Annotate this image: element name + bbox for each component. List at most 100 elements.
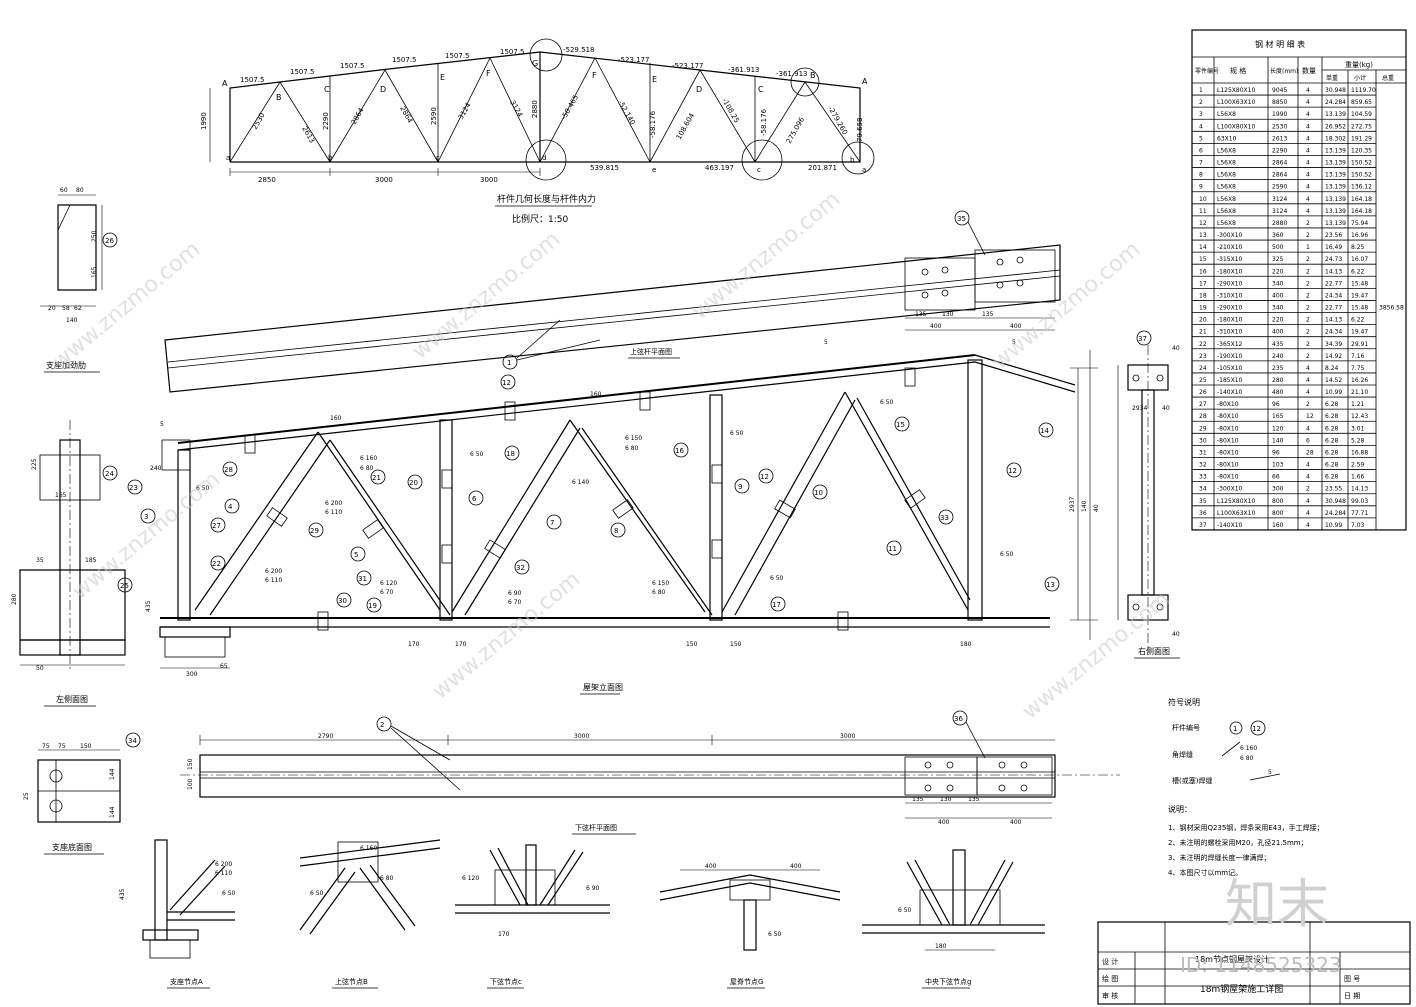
table-cell-r33-c2: -80X10 (1217, 474, 1239, 481)
table-cell-r28-c4: 12 (1306, 413, 1314, 420)
part-label-5: 5 (354, 551, 358, 559)
svg-text:3000: 3000 (840, 733, 855, 740)
node-A: A (222, 79, 228, 88)
truss-diagram-scale: 比例尺：1:50 (512, 213, 568, 225)
svg-text:170: 170 (498, 931, 510, 938)
table-cell-r12-c1: 12 (1199, 220, 1207, 227)
table-cell-r24-c3: 235 (1272, 365, 1284, 372)
table-cell-r16-c6: 6.22 (1351, 268, 1365, 275)
table-header-total: 总重 (1382, 74, 1394, 82)
node-C2: C (758, 85, 764, 94)
support-stiffener-view: 60 80 250 165 20 58 62 140 26 支座加劲肋 (40, 187, 118, 373)
table-cell-r16-c1: 16 (1199, 268, 1207, 275)
svg-text:80: 80 (76, 187, 84, 194)
table-cell-r23-c3: 240 (1272, 353, 1284, 360)
table-cell-r11-c3: 3124 (1272, 208, 1287, 215)
table-cell-r13-c2: -300X10 (1217, 232, 1243, 239)
note-4: 4、本图尺寸以mm记。 (1168, 868, 1242, 877)
part-label-27: 27 (212, 522, 221, 530)
table-cell-r31-c5: 6.28 (1325, 449, 1339, 456)
svg-text:25: 25 (23, 792, 30, 800)
table-cell-r11-c6: 164.18 (1351, 208, 1372, 215)
svg-text:165: 165 (91, 266, 98, 278)
bottom-chord-plan: 2790 3000 3000 135 130 135 400 400 100 1… (180, 710, 1120, 835)
part-label-2: 2 (380, 721, 384, 729)
table-cell-r10-c1: 10 (1199, 196, 1207, 203)
svg-text:144: 144 (109, 768, 116, 780)
table-cell-r35-c3: 800 (1272, 498, 1284, 505)
node-detail-b: 6 160 6 80 6 50 上弦节点B (299, 839, 441, 989)
table-cell-r36-c1: 36 (1199, 510, 1207, 517)
table-cell-r17-c4: 2 (1306, 280, 1310, 287)
table-cell-r33-c1: 33 (1199, 474, 1207, 481)
svg-text:280: 280 (11, 593, 18, 605)
node-c-title: 下弦节点c (490, 977, 522, 986)
right-side-title: 右侧面图 (1138, 646, 1170, 656)
table-cell-r21-c3: 400 (1272, 329, 1284, 336)
table-cell-r35-c5: 30.948 (1325, 498, 1346, 505)
svg-text:6 110: 6 110 (265, 577, 282, 584)
table-header-length: 长度(mm) (1270, 67, 1298, 75)
svg-text:60: 60 (60, 187, 68, 194)
dim-bottom-3: 3000 (480, 176, 498, 184)
table-cell-r7-c5: 13.139 (1325, 160, 1346, 167)
part-label-30: 30 (338, 597, 347, 605)
table-cell-r4-c1: 4 (1199, 123, 1203, 130)
table-cell-r30-c4: 6 (1306, 437, 1310, 444)
table-cell-r26-c1: 26 (1199, 389, 1207, 396)
table-cell-r6-c2: L56X8 (1217, 147, 1236, 154)
table-cell-r7-c1: 7 (1199, 160, 1203, 167)
part-label-25: 25 (120, 582, 129, 590)
table-cell-r19-c5: 22.77 (1325, 305, 1342, 312)
table-cell-r6-c1: 6 (1199, 147, 1203, 154)
force-web-3: -58.176 (649, 110, 657, 138)
svg-text:6 50: 6 50 (898, 907, 912, 914)
node-c: c (436, 154, 440, 162)
support-bottom-view: 75 75 150 144 144 25 34 支座底面图 (23, 732, 141, 855)
table-cell-r28-c5: 6.28 (1325, 413, 1339, 420)
table-cell-r26-c2: -140X10 (1217, 389, 1243, 396)
svg-text:40: 40 (1162, 405, 1170, 412)
force-web-7: 275.096 (785, 115, 807, 145)
note-3: 3、未注明的焊缝长度一律满焊； (1168, 853, 1270, 862)
table-cell-r29-c5: 6.28 (1325, 425, 1339, 432)
table-cell-r4-c4: 4 (1306, 123, 1310, 130)
svg-text:6 110: 6 110 (215, 870, 232, 877)
table-cell-r16-c2: -180X10 (1217, 268, 1243, 275)
svg-text:150: 150 (187, 758, 194, 770)
table-cell-r11-c2: L56X8 (1217, 208, 1236, 215)
svg-text:40: 40 (1172, 345, 1180, 352)
table-cell-r26-c4: 4 (1306, 389, 1310, 396)
table-cell-r8-c4: 4 (1306, 172, 1310, 179)
table-cell-r9-c3: 2590 (1272, 184, 1287, 191)
table-cell-r19-c3: 340 (1272, 305, 1284, 312)
svg-text:400: 400 (790, 863, 802, 870)
table-cell-r7-c4: 4 (1306, 160, 1310, 167)
table-cell-r9-c5: 13.139 (1325, 184, 1346, 191)
table-cell-r31-c1: 31 (1199, 449, 1207, 456)
table-cell-r32-c2: -80X10 (1217, 462, 1239, 469)
svg-text:5: 5 (824, 339, 828, 346)
table-cell-r12-c5: 13.139 (1325, 220, 1346, 227)
table-cell-r19-c4: 2 (1306, 305, 1310, 312)
table-cell-r26-c5: 10.99 (1325, 389, 1342, 396)
table-cell-r11-c4: 4 (1306, 208, 1310, 215)
svg-text:170: 170 (455, 641, 467, 648)
node-A2: A (862, 77, 868, 86)
part-label-34: 34 (128, 737, 137, 745)
force-bottom-3: 201.871 (808, 164, 837, 172)
node-b-title: 上弦节点B (335, 977, 368, 986)
table-cell-r18-c5: 24.34 (1325, 292, 1342, 299)
part-label-18: 18 (506, 450, 515, 458)
table-header-part-no: 零件编号 (1195, 67, 1219, 75)
part-label-32: 32 (516, 564, 525, 572)
svg-text:180: 180 (935, 943, 947, 950)
svg-text:6 80: 6 80 (652, 589, 666, 596)
force-top-5: -361.913 (776, 70, 807, 78)
table-cell-r25-c6: 16.26 (1351, 377, 1368, 384)
svg-text:400: 400 (930, 323, 942, 330)
table-cell-r2-c1: 2 (1199, 99, 1203, 106)
svg-text:400: 400 (938, 819, 950, 826)
table-cell-r34-c4: 2 (1306, 486, 1310, 493)
dim-height-1: 1990 (200, 112, 208, 130)
